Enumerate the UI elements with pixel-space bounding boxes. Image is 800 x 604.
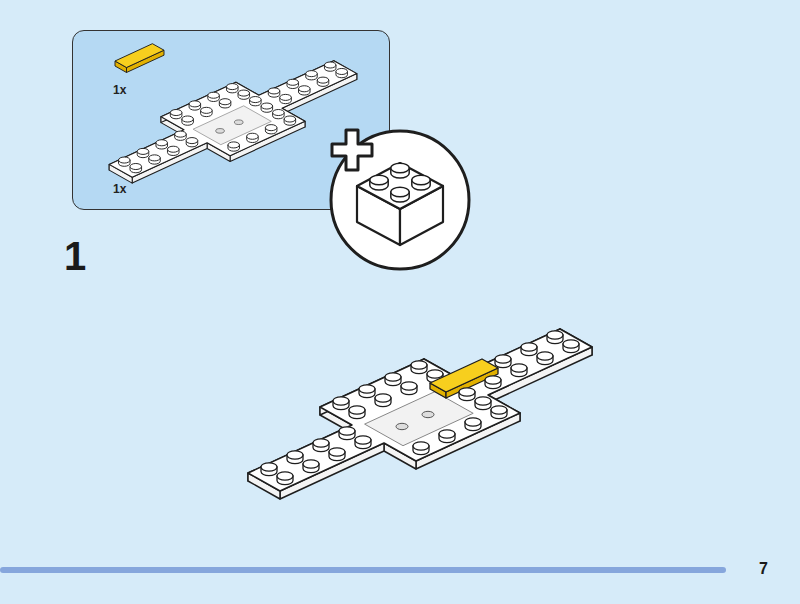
stud-top — [349, 406, 365, 414]
stud-top — [208, 92, 220, 98]
stud-top — [137, 148, 149, 154]
stud-top — [391, 187, 409, 197]
stud-top — [547, 331, 563, 339]
stud-top — [189, 101, 201, 107]
stud-top — [411, 361, 427, 369]
stud-top — [186, 138, 198, 144]
stud-top — [521, 343, 537, 351]
stud-top — [375, 394, 391, 402]
stud-top — [219, 99, 231, 105]
stud-top — [268, 88, 280, 94]
tile-top — [115, 44, 164, 68]
stud-top — [261, 103, 273, 109]
stud-side — [412, 180, 430, 190]
stud-top — [333, 397, 349, 405]
footer-bar — [0, 567, 726, 573]
stud-top — [537, 352, 553, 360]
stud-top — [201, 107, 213, 113]
stud-top — [299, 86, 311, 92]
plate-top — [248, 329, 592, 491]
stud-top — [336, 68, 348, 74]
stud-top — [485, 376, 501, 384]
stud-top — [119, 157, 131, 163]
stud-top — [284, 116, 296, 122]
stud-top — [303, 460, 319, 468]
stud-top — [339, 427, 355, 435]
stud-top — [401, 382, 417, 390]
stud-top — [427, 370, 443, 378]
plate-hole — [396, 423, 408, 429]
tile-part — [115, 44, 164, 73]
stud-top — [167, 146, 179, 152]
stud-top — [156, 140, 168, 146]
stud-top — [359, 385, 375, 393]
stud-top — [391, 163, 409, 173]
stud-top — [273, 109, 285, 115]
stud-top — [355, 436, 371, 444]
stud-top — [511, 364, 527, 372]
stud-top — [277, 472, 293, 480]
stud-top — [459, 388, 475, 396]
stud-top — [265, 125, 277, 131]
plate-top — [109, 61, 357, 178]
stud-top — [170, 109, 182, 115]
plate-part — [109, 61, 357, 183]
stud-top — [563, 340, 579, 348]
stud-top — [306, 71, 318, 77]
part-quantity: 1x — [113, 183, 126, 195]
stud-top — [413, 442, 429, 450]
model-assembled — [248, 329, 592, 499]
plate-recess — [193, 106, 271, 145]
stud-top — [324, 62, 336, 68]
stud-top — [149, 155, 161, 161]
stud-top — [329, 448, 345, 456]
step-number: 1 — [64, 236, 86, 276]
stud-top — [182, 116, 194, 122]
plate-hole — [422, 411, 434, 417]
stud-top — [287, 451, 303, 459]
stud-top — [491, 406, 507, 414]
stud-top — [439, 430, 455, 438]
stud-top — [495, 355, 511, 363]
stud-top — [250, 97, 262, 103]
parts-panel: 1x 1x — [72, 30, 390, 210]
stud-side — [391, 168, 409, 178]
stud-top — [280, 94, 292, 100]
stud-top — [228, 142, 240, 148]
plate-hole — [234, 120, 243, 125]
stud-top — [247, 133, 259, 139]
stud-top — [261, 463, 277, 471]
stud-top — [130, 163, 142, 169]
stud-top — [175, 131, 187, 137]
stud-top — [317, 77, 329, 83]
stud-top — [465, 418, 481, 426]
brick-side — [400, 186, 443, 245]
plate-recess — [365, 392, 474, 446]
stud-top — [287, 79, 299, 85]
stud-top — [412, 175, 430, 185]
stud-top — [475, 397, 491, 405]
stud-top — [385, 373, 401, 381]
page-number: 7 — [759, 561, 768, 577]
stud-top — [227, 84, 239, 90]
part-quantity: 1x — [113, 84, 126, 96]
plate-hole — [216, 129, 225, 134]
stud-top — [238, 90, 250, 96]
stud-top — [313, 439, 329, 447]
stud-side — [391, 192, 409, 202]
